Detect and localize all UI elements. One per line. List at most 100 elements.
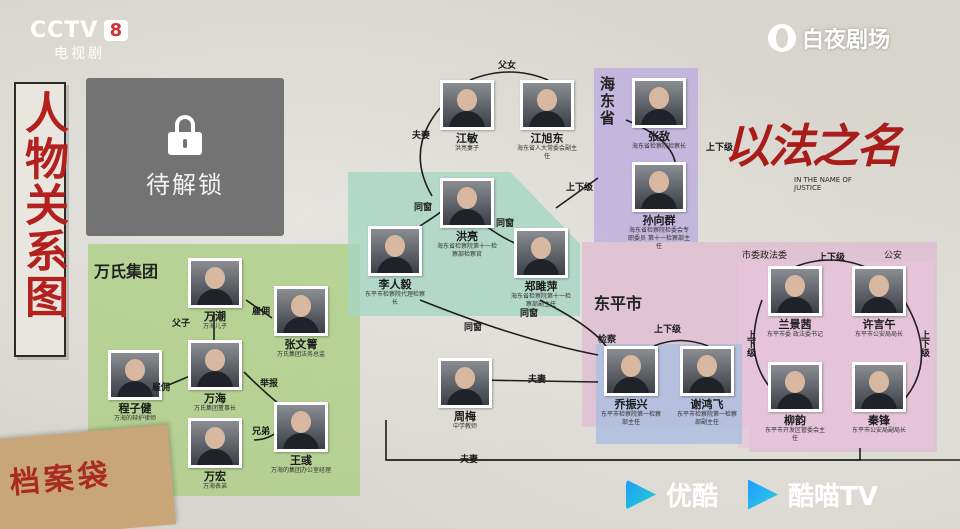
person-name: 周梅	[454, 410, 476, 423]
portrait-photo	[440, 80, 494, 130]
person-role: 海东省检察院检委会专职委员 第十一检察部主任	[628, 227, 690, 250]
relation-label: 同窗	[464, 323, 483, 333]
person-card-qiaoyaoxing[interactable]: 乔振兴 东平市检察院第一检察部主任	[600, 346, 662, 427]
person-name: 江旭东	[530, 132, 564, 145]
relation-label: 举报	[260, 379, 279, 389]
relation-label: 雇佣	[252, 307, 271, 317]
person-role: 万海表弟	[202, 483, 227, 490]
portrait-photo	[514, 228, 568, 278]
person-role: 万氏集团法务总监	[276, 351, 325, 358]
person-name: 张文箐	[284, 338, 318, 351]
person-role: 东平市检察院第一检察部副主任	[676, 411, 737, 426]
relation-label: 夫妻	[460, 455, 479, 465]
relation-label: 上下级	[654, 325, 682, 335]
person-role: 东平市委 政法委书记	[767, 331, 823, 338]
portrait-photo	[274, 402, 328, 452]
show-title-cn: 以法之名	[724, 119, 902, 173]
portrait-photo	[604, 346, 658, 396]
person-name: 万宏	[204, 470, 226, 483]
person-card-zhangwenqing[interactable]: 张文箐 万氏集团法务总监	[270, 286, 332, 359]
person-card-wanchao[interactable]: 万潮 万海儿子	[184, 258, 246, 331]
person-name: 王彧	[290, 454, 312, 467]
person-name: 秦锋	[868, 414, 890, 427]
person-card-wanhai[interactable]: 万海 万氏集团董事长	[184, 340, 246, 413]
person-name: 万海	[204, 392, 226, 405]
person-role: 海东省检察院第十一检察部副主任	[510, 293, 571, 308]
person-name: 许言午	[862, 318, 896, 331]
relation-label: 夫妻	[528, 375, 547, 385]
person-name: 江敏	[456, 132, 478, 145]
person-card-chengzijian[interactable]: 程子健 万海的辩护律师	[104, 350, 166, 423]
person-role: 东平市公安局副局长	[851, 427, 906, 434]
person-name: 郑雎萍	[524, 280, 558, 293]
dossier-folder[interactable]: 档案袋	[0, 424, 177, 529]
relation-label: 父子	[172, 319, 191, 329]
portrait-photo	[768, 266, 822, 316]
person-role: 中学教师	[452, 423, 477, 430]
zone-label-zhengfa: 市委政法委	[742, 251, 788, 261]
zone-label-dongping: 东平市	[594, 294, 643, 313]
person-role: 万海儿子	[202, 323, 227, 330]
person-card-jiangmin[interactable]: 江敏 洪亮妻子	[436, 80, 498, 153]
person-role: 东平市检察院代理检察长	[364, 291, 425, 306]
person-card-xiehongfei[interactable]: 谢鸿飞 东平市检察院第一检察部副主任	[676, 346, 738, 427]
person-role: 万海的辩护律师	[113, 415, 156, 422]
person-name: 程子健	[118, 402, 152, 415]
person-role: 海东省检察院检察长	[631, 143, 686, 150]
relation-label: 上下级	[745, 330, 755, 357]
portrait-photo	[520, 80, 574, 130]
baiye-theatre-logo: 白夜剧场	[768, 22, 890, 54]
person-card-hongliang[interactable]: 洪亮 海东省检察院第十一检察部检察官	[436, 178, 498, 259]
person-role: 海东省人大常委会副主任	[516, 145, 577, 160]
streaming-logos: 优酷 酷喵TV	[626, 476, 878, 513]
person-role: 海东省检察院第十一检察部检察官	[436, 243, 497, 258]
person-card-lanjingqian[interactable]: 兰景茜 东平市委 政法委书记	[764, 266, 826, 339]
relation-label: 同窗	[414, 203, 433, 213]
person-card-xuyanwu[interactable]: 许言午 东平市公安局局长	[848, 266, 910, 339]
cctv-subtitle: 电视剧	[54, 46, 105, 62]
person-name: 洪亮	[456, 230, 478, 243]
person-role: 万海的集团办公室经理	[270, 467, 331, 474]
relation-label: 兄弟	[252, 427, 271, 437]
person-name: 兰景茜	[778, 318, 812, 331]
zone-label-jiancha: 检察	[598, 335, 617, 345]
portrait-photo	[852, 266, 906, 316]
person-card-wangyi[interactable]: 王彧 万海的集团办公室经理	[270, 402, 332, 475]
person-name: 张敌	[648, 130, 670, 143]
person-card-qinfeng[interactable]: 秦锋 东平市公安局副局长	[848, 362, 910, 435]
page-title: 人物关系图	[17, 90, 68, 320]
person-role: 万氏集团董事长	[193, 405, 236, 412]
portrait-photo	[632, 78, 686, 128]
relation-label: 同窗	[520, 309, 539, 319]
person-card-wanhong[interactable]: 万宏 万海表弟	[184, 418, 246, 491]
relation-label: 上下级	[818, 253, 846, 263]
portrait-photo	[274, 286, 328, 336]
youku-icon	[626, 479, 656, 510]
person-card-jiangxudong[interactable]: 江旭东 海东省人大常委会副主任	[516, 80, 578, 161]
portrait-photo	[188, 258, 242, 308]
person-card-lirenyi[interactable]: 李人毅 东平市检察院代理检察长	[364, 226, 426, 307]
channel-number: 8	[104, 20, 129, 41]
person-card-zhengshuping[interactable]: 郑雎萍 海东省检察院第十一检察部副主任	[510, 228, 572, 309]
locked-character-slot[interactable]: 待解锁	[86, 78, 284, 236]
person-name: 万潮	[204, 310, 226, 323]
person-name: 乔振兴	[614, 398, 648, 411]
kumiao-icon	[748, 479, 779, 510]
page-title-panel: 人物关系图	[14, 82, 68, 357]
person-card-liuyun[interactable]: 柳韵 东平市开发区管委会主任	[764, 362, 826, 443]
portrait-photo	[368, 226, 422, 276]
zone-label-haidong: 海东省	[600, 75, 616, 127]
person-card-sunxiangqun[interactable]: 孙向群 海东省检察院检委会专职委员 第十一检察部主任	[628, 162, 690, 251]
lock-icon	[168, 114, 202, 155]
person-card-zhoumei[interactable]: 周梅 中学教师	[434, 358, 496, 431]
portrait-photo	[768, 362, 822, 412]
portrait-photo	[632, 162, 686, 212]
baiye-mark-icon	[768, 24, 796, 52]
zone-label-wan-group: 万氏集团	[94, 262, 159, 281]
person-card-zhangqi[interactable]: 张敌 海东省检察院检察长	[628, 78, 690, 151]
relation-label: 同窗	[496, 219, 515, 229]
person-role: 洪亮妻子	[454, 145, 479, 152]
streaming-name: 酷喵TV	[788, 482, 878, 512]
person-role: 东平市开发区管委会主任	[764, 427, 825, 442]
